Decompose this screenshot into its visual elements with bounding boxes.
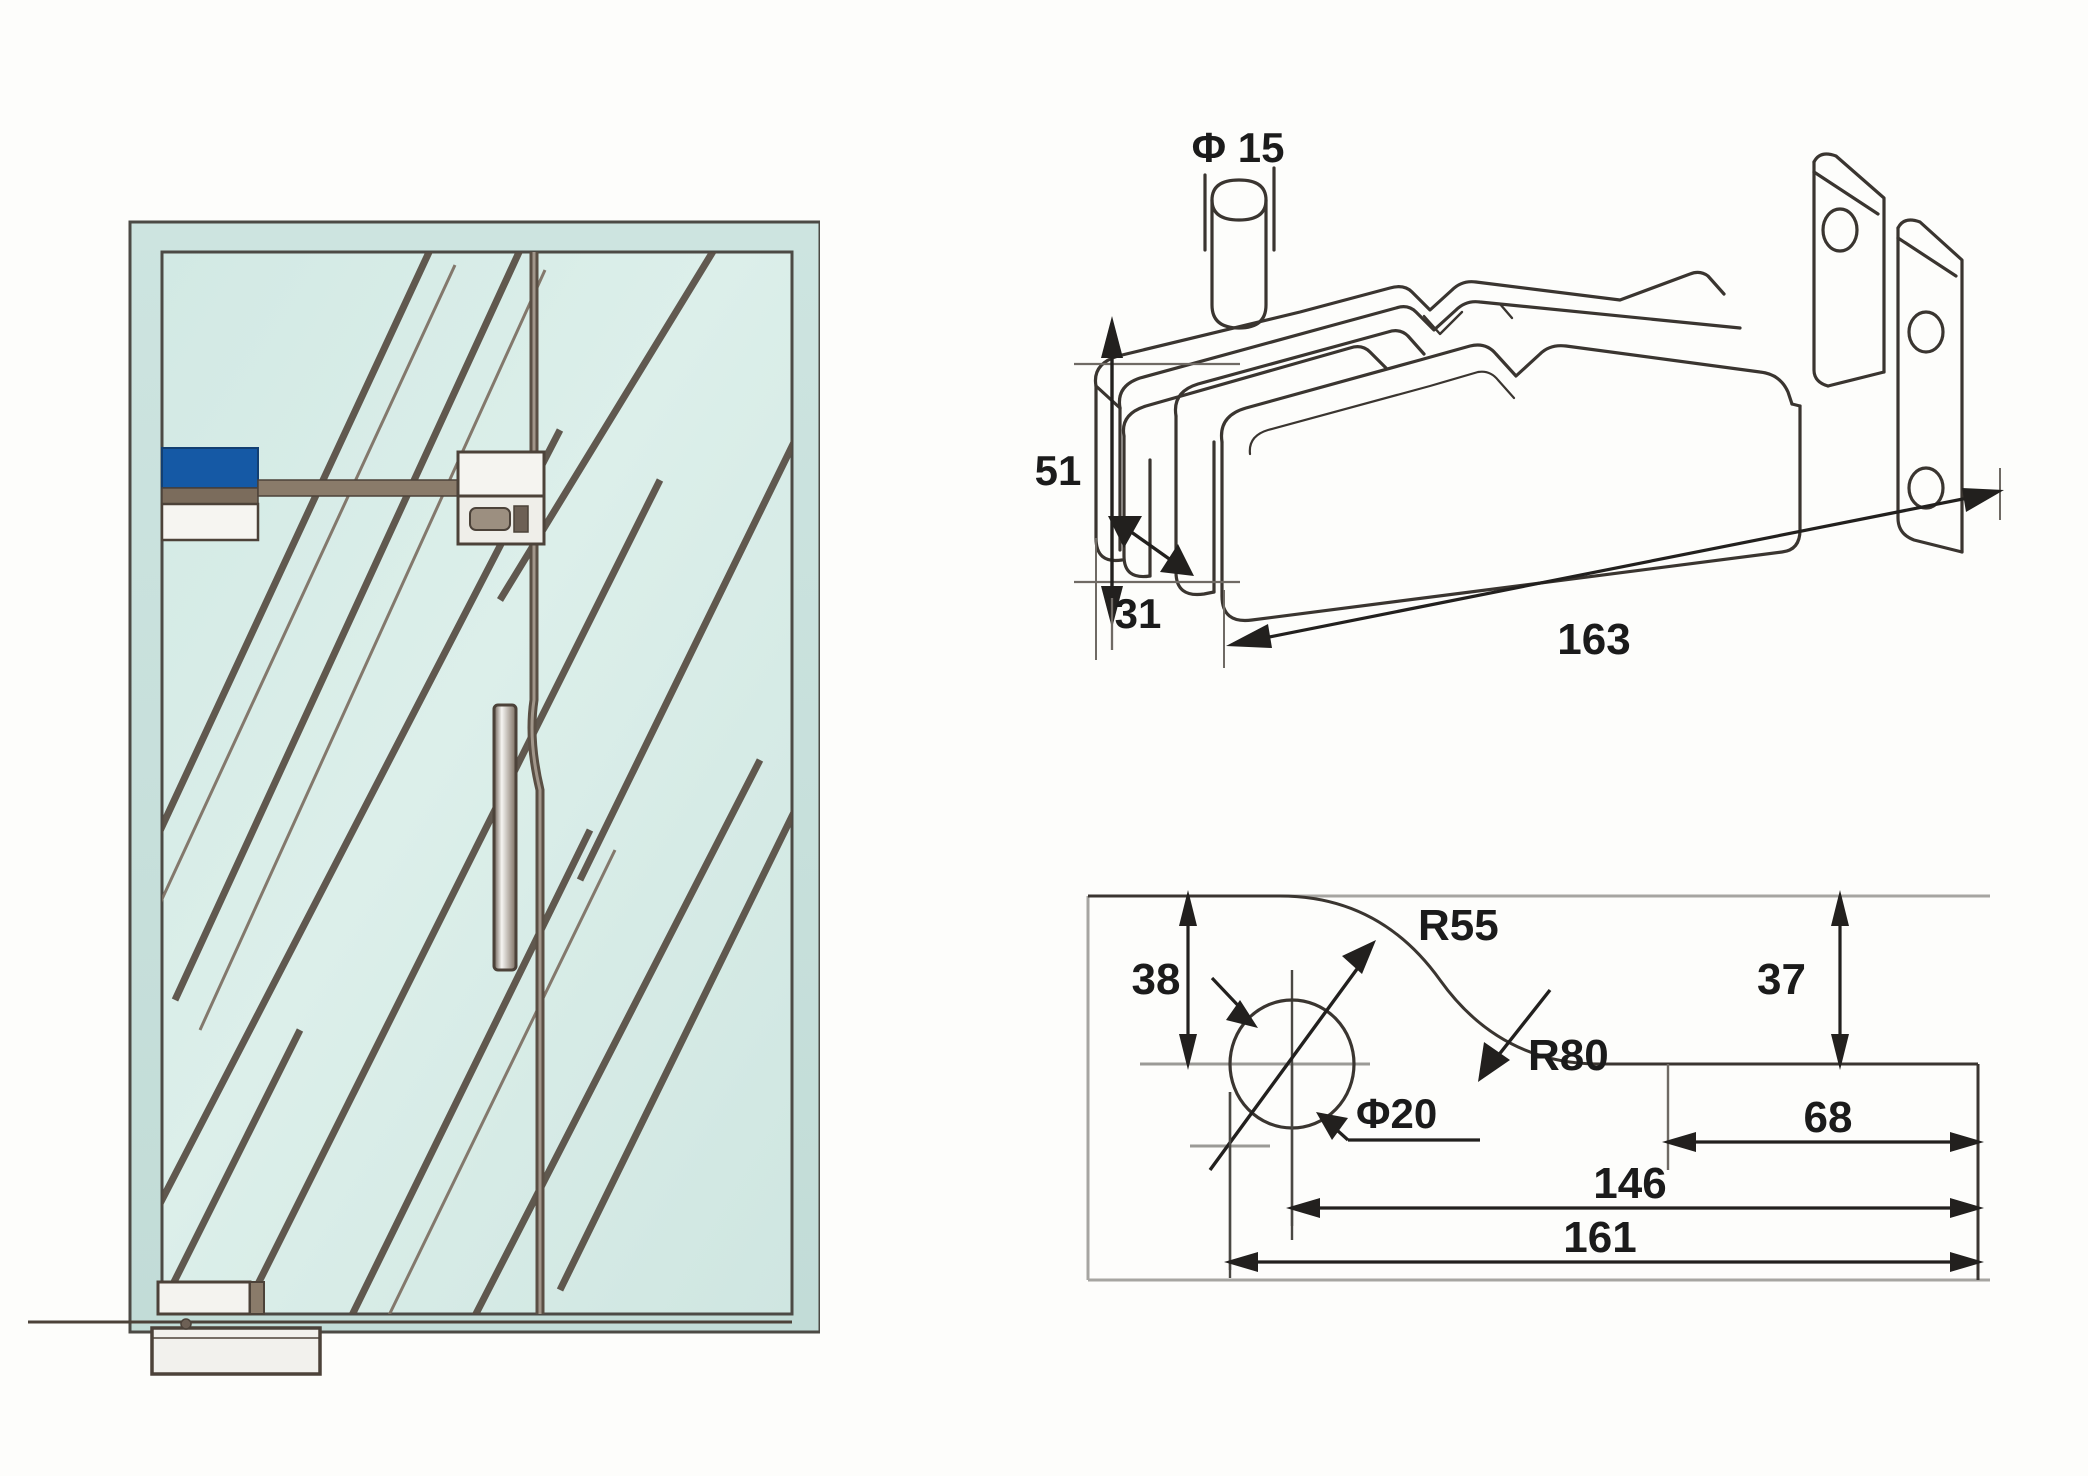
mounting-flange-front <box>1896 218 1964 554</box>
dimension-height-51: 51 <box>1035 316 1240 628</box>
pull-handle <box>492 703 518 972</box>
part-profile <box>1088 894 1980 1280</box>
dimension-label-r55: R55 <box>1418 901 1499 950</box>
mounting-flange-rear <box>1812 152 1886 388</box>
leader-r80: R80 <box>1478 988 1609 1082</box>
dimension-depth-31: 31 <box>1095 516 1225 668</box>
dimension-label-phi15: Φ 15 <box>1192 124 1285 171</box>
plan-border <box>1086 894 1990 1282</box>
dimension-label-51: 51 <box>1035 447 1082 494</box>
glass-reflections <box>162 252 792 1314</box>
dimension-label-r80: R80 <box>1528 1031 1609 1080</box>
top-patch-fitting <box>160 447 459 542</box>
dimension-label-38: 38 <box>1132 955 1181 1004</box>
dimension-161: 161 <box>1224 1092 1984 1278</box>
dimension-length-163: 163 <box>1223 468 2004 668</box>
fitting-panel-inner-line <box>1248 370 1516 456</box>
dimension-pin-diameter: Φ 15 <box>1192 124 1285 171</box>
isometric-view: 51 31 163 Φ <box>1000 120 2088 760</box>
plan-view: R55 R80 Φ20 <box>1080 870 2000 1290</box>
dimension-label-161: 161 <box>1563 1213 1636 1262</box>
pivot-pin <box>1203 166 1276 330</box>
dimension-label-37: 37 <box>1757 955 1806 1004</box>
floor-spring-box <box>28 1318 792 1376</box>
dimension-label-68: 68 <box>1804 1093 1853 1142</box>
bottom-patch-fitting <box>156 1280 265 1316</box>
door-leaf-divider <box>527 252 545 1314</box>
leader-hole-pointer <box>1210 976 1258 1028</box>
dimension-label-phi20: Φ20 <box>1356 1090 1437 1137</box>
leader-phi20: Φ20 <box>1316 1090 1480 1142</box>
fitting-top-notch <box>1422 302 1514 336</box>
dimension-label-163: 163 <box>1557 615 1630 664</box>
center-patch-fitting <box>456 450 546 546</box>
dimension-label-146: 146 <box>1593 1159 1666 1208</box>
dimension-label-31: 31 <box>1115 590 1162 637</box>
dimension-37: 37 <box>1757 890 1849 1070</box>
door-elevation-view <box>0 0 820 1476</box>
fitting-main-panel <box>1219 343 1802 623</box>
dimension-38: 38 <box>1132 890 1197 1070</box>
leader-r55: R55 <box>1208 901 1499 1172</box>
dimension-68: 68 <box>1662 1064 1984 1170</box>
fitting-cover <box>1117 300 1742 438</box>
dimension-146: 146 <box>1286 1064 1984 1226</box>
fitting-cover-2 <box>1094 384 1152 579</box>
